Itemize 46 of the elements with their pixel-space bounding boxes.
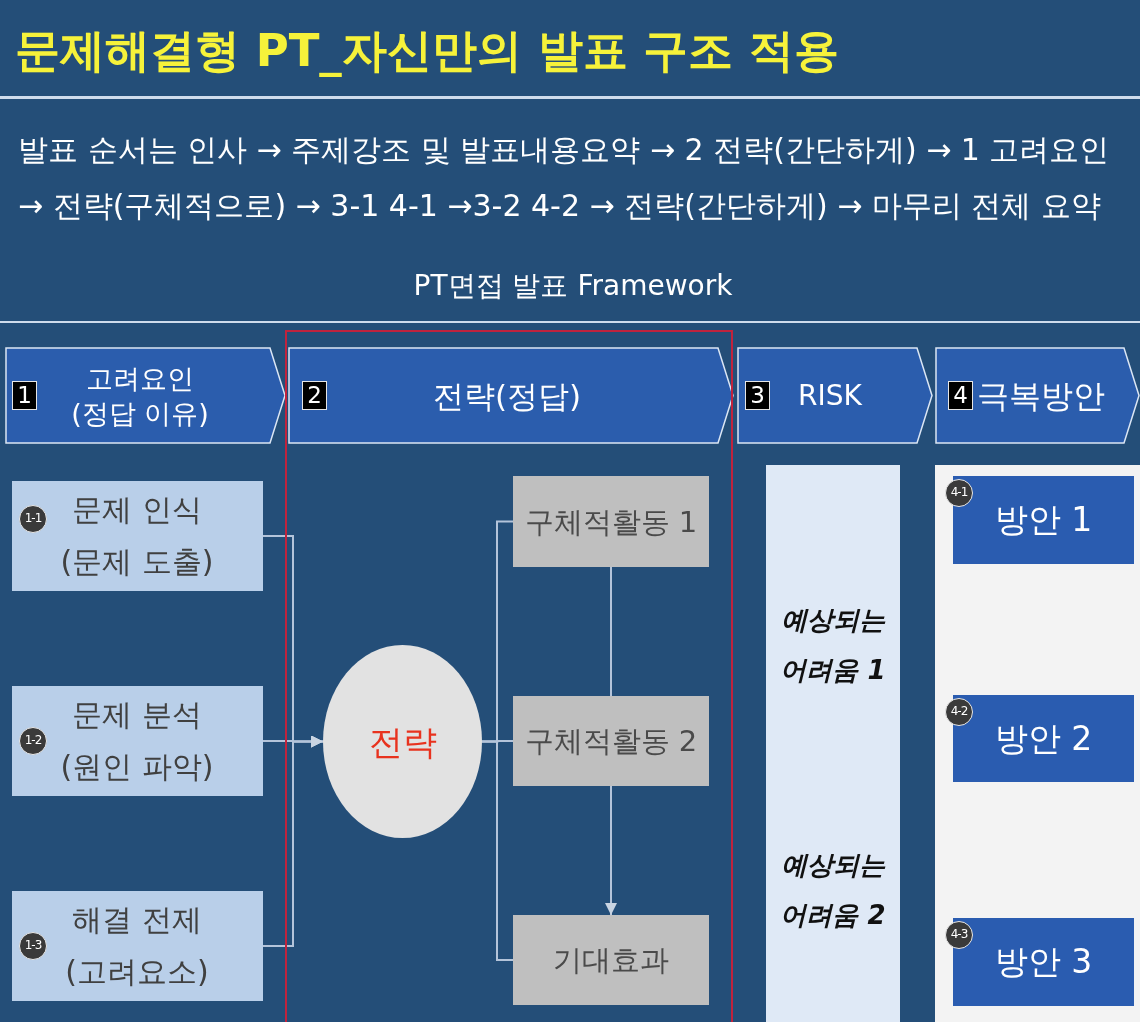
solution-label: 방안 2 [994,717,1093,760]
activity-label: 구체적활동 2 [524,723,698,760]
activity-label: 구체적활동 1 [524,503,698,541]
step-number: 1 [12,381,37,410]
chevron-header [935,347,1140,444]
number-badge: 4-2 [945,698,973,726]
header-label: 전략(정답) [432,376,582,416]
header-label: 극복방안 [977,375,1105,417]
connector-line [481,740,514,961]
header-label: RISK [798,377,862,414]
column-panel [935,465,1140,1022]
arrow [605,785,617,916]
activity-box [513,696,709,786]
intro-text: 발표 순서는 인사 → 주제강조 및 발표내용요약 → 2 전략(간단하게) → 1 고려요인 → 전략(구체적으로) → 3-1 4-1 →3-2 4-2 → 전략(간단하게) → 마무리 전체 요약 [18,131,1111,225]
ellipse-label: 전략 [368,720,437,764]
center-ellipse [323,645,482,838]
activity-label: 기대효과 [553,942,669,979]
step-number: 4 [948,381,973,410]
step-number: 2 [302,381,327,410]
number-badge: 4-3 [945,921,973,949]
chevron-header [737,347,933,444]
info-box [12,891,263,1001]
number-badge: 1-1 [19,505,47,533]
header-label: 고려요인 (정답 이유) [70,361,210,431]
chevron-header [5,347,286,444]
item-label: 문제 분석 (원인 파악) [59,696,215,786]
connector-line [610,566,612,697]
number-badge: 4-1 [945,479,973,507]
solution-label: 방안 1 [994,499,1093,541]
slide-title: 문제해결형 PT_자신만의 발표 구조 적용 [15,23,839,79]
activity-box [513,915,709,1005]
info-box [12,481,263,591]
risk-label: 예상되는 어려움 2 [779,849,887,932]
chevron-header [288,347,734,444]
item-label: 문제 인식 (문제 도출) [59,491,215,581]
number-badge: 1-3 [19,932,47,960]
subtitle: PT면접 발표 Framework [413,268,733,304]
risk-panel [766,465,900,1022]
risk-label: 예상되는 어려움 1 [779,604,887,687]
item-label: 해결 전제 (고려요소) [64,901,210,991]
solution-label: 방안 3 [994,941,1093,983]
number-badge: 1-2 [19,727,47,755]
info-box [12,686,263,796]
arrow [262,735,324,947]
step-number: 3 [745,381,770,410]
activity-box [513,476,709,567]
